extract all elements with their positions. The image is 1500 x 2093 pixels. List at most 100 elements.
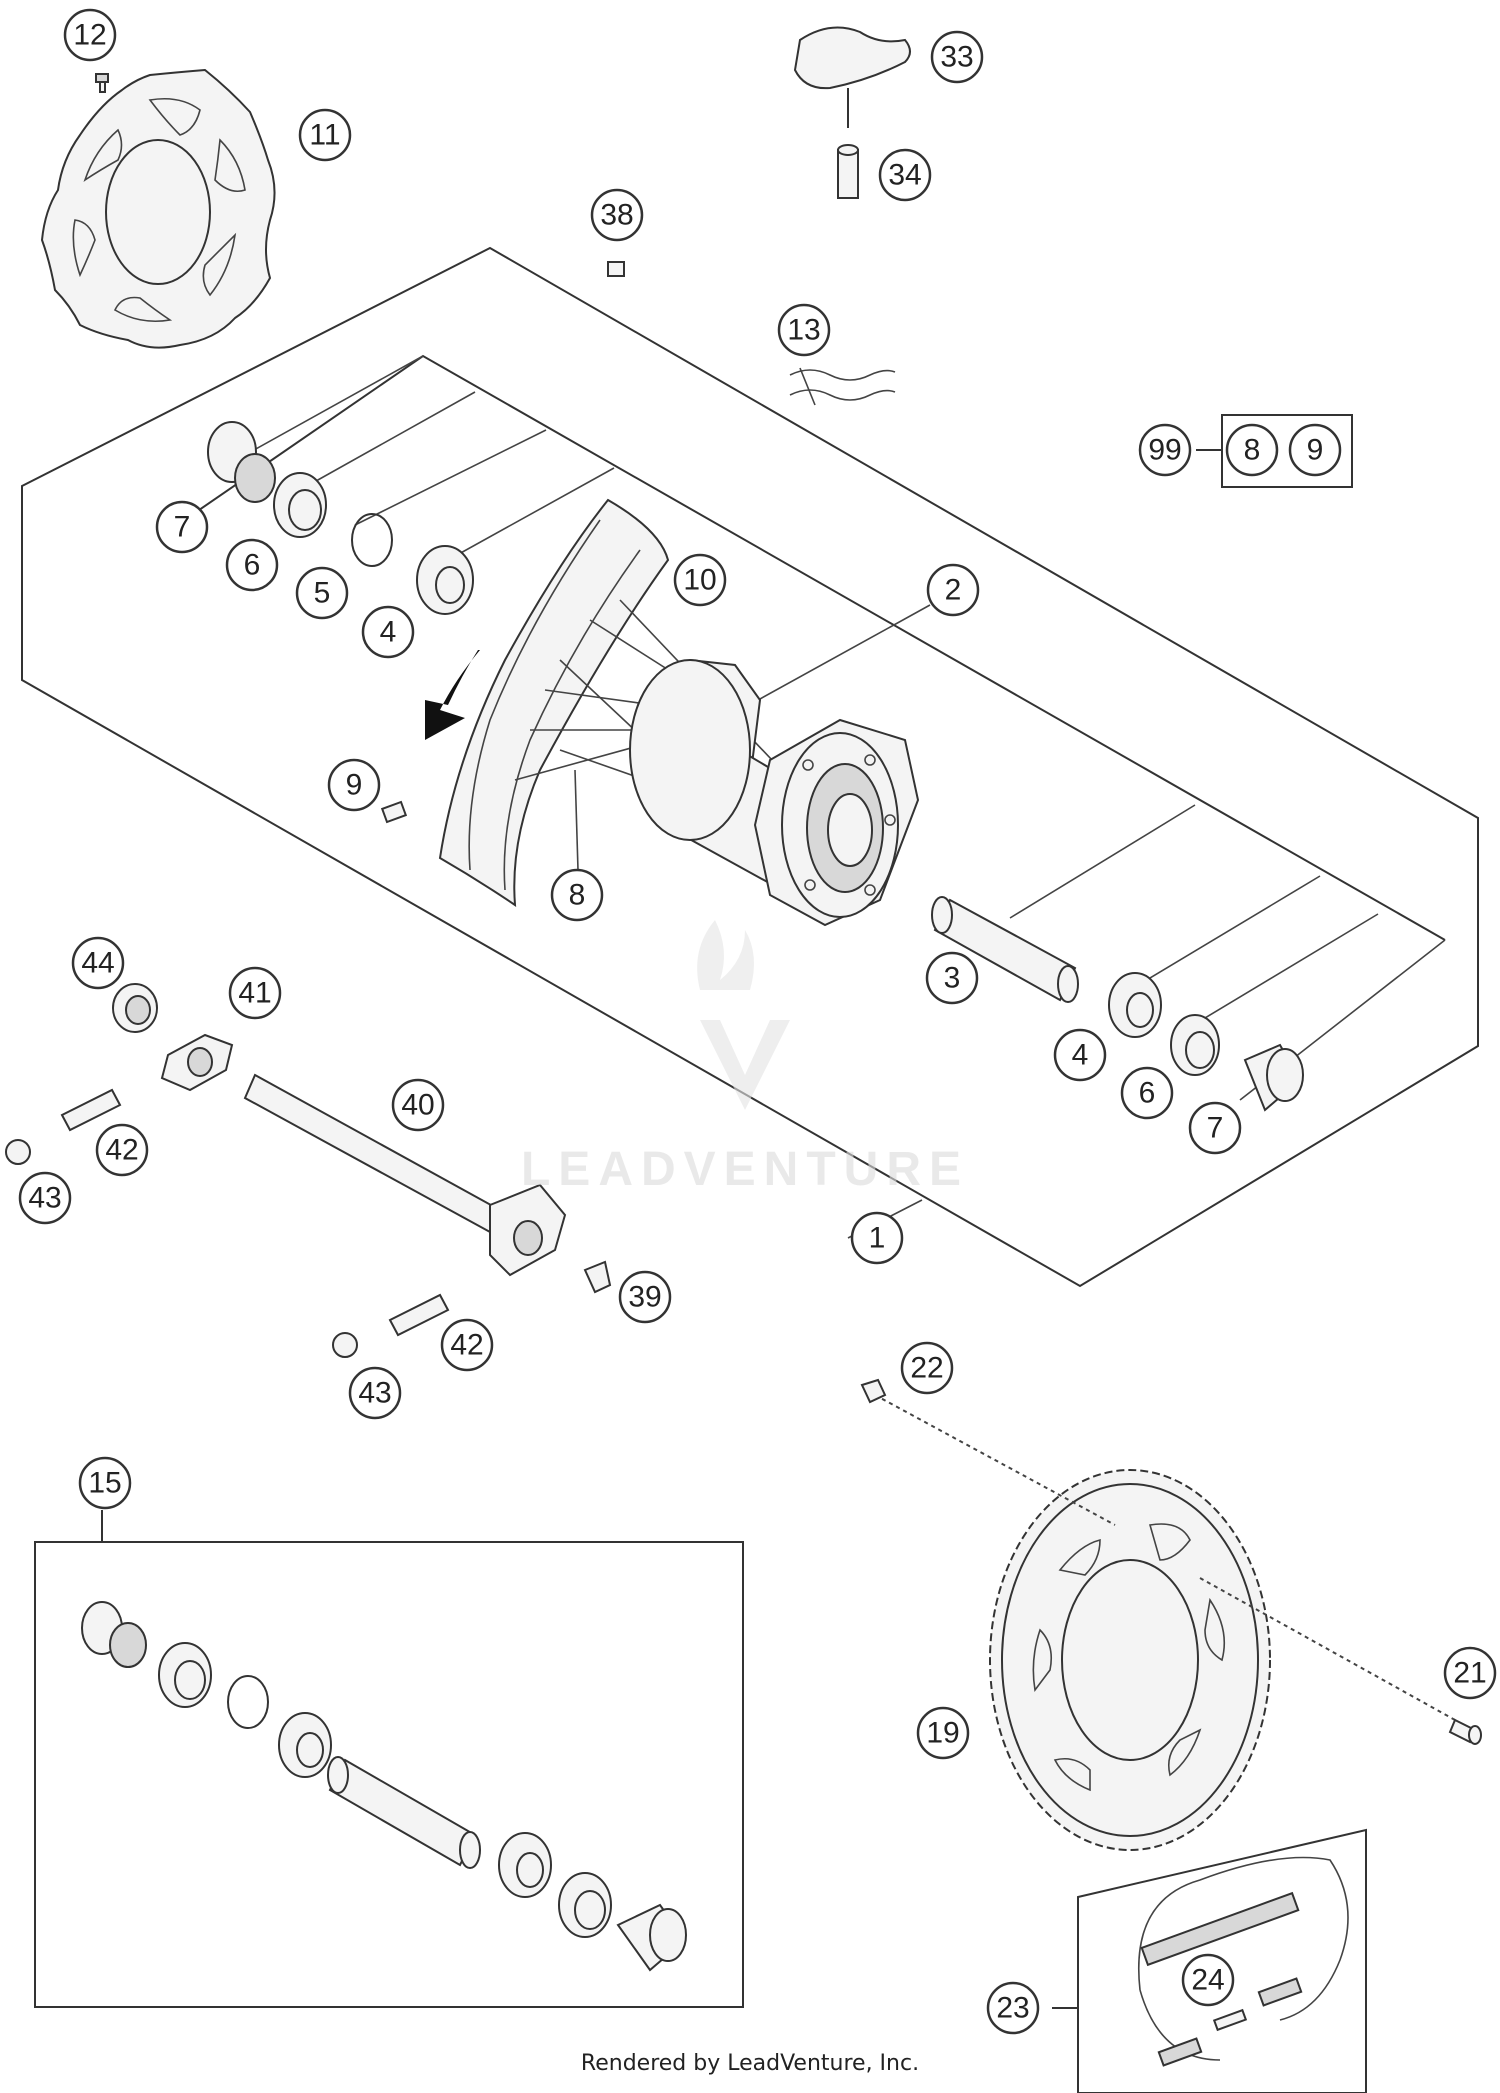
kit-item-1: 8 [1244, 434, 1261, 467]
callout-38: 38 [590, 188, 644, 242]
left-seal-6 [273, 472, 327, 538]
callout-41: 41 [228, 966, 282, 1020]
callout-circle [1443, 1646, 1497, 1700]
callout-2: 2 [926, 563, 980, 617]
rear-sprocket [989, 1469, 1271, 1851]
callout-number: 24 [1191, 1964, 1224, 1997]
callout-1: 1 [850, 1211, 904, 1265]
left-spacer-7 [207, 421, 276, 503]
kit-callout-circle [1138, 423, 1192, 477]
callout-circle [1181, 1953, 1235, 2007]
callout-number: 43 [28, 1182, 61, 1215]
callout-circle [878, 148, 932, 202]
callout-number: 7 [174, 511, 191, 544]
kit-box [1196, 414, 1353, 488]
callout-5: 5 [295, 566, 349, 620]
callout-44: 44 [71, 936, 125, 990]
rim-tape [789, 367, 896, 406]
callout-number: 40 [401, 1089, 434, 1122]
callout-number: 6 [244, 549, 261, 582]
callout-circle [225, 538, 279, 592]
callout-circle [900, 1341, 954, 1395]
callout-42: 42 [95, 1123, 149, 1177]
rubber-pad [793, 26, 911, 128]
callout-circle [155, 500, 209, 554]
callout-number: 9 [346, 769, 363, 802]
footer-credit: Rendered by LeadVenture, Inc. [581, 2051, 919, 2076]
brake-disc [40, 68, 276, 349]
hub [629, 658, 920, 927]
kit-item-circle [1288, 423, 1342, 477]
callout-11: 11 [298, 108, 352, 162]
callout-number: 38 [600, 199, 633, 232]
callout-number: 10 [683, 564, 716, 597]
callout-circle [850, 1211, 904, 1265]
adjuster-bolt-42-right [388, 1293, 450, 1337]
callout-3: 3 [925, 951, 979, 1005]
axle-nut-44 [112, 983, 158, 1033]
callout-number: 13 [787, 314, 820, 347]
callout-19: 19 [916, 1706, 970, 1760]
callout-number: 6 [1139, 1077, 1156, 1110]
callout-circle [930, 30, 984, 84]
callout-number: 3 [944, 962, 961, 995]
right-seal-6 [1170, 1014, 1220, 1076]
rim [438, 498, 670, 907]
callout-circle [440, 1318, 494, 1372]
callout-6: 6 [1120, 1066, 1174, 1120]
callout-6: 6 [225, 538, 279, 592]
callout-number: 39 [628, 1281, 661, 1314]
callout-number: 43 [358, 1377, 391, 1410]
callout-circle [361, 605, 415, 659]
callout-23: 23 [986, 1981, 1040, 2035]
callout-circle [348, 1366, 402, 1420]
callout-number: 7 [1207, 1112, 1224, 1145]
callout-8: 8 [550, 868, 604, 922]
sprocket-nut-22 [860, 1378, 887, 1404]
callout-15: 15 [78, 1456, 132, 1510]
valve-cap [607, 261, 625, 277]
callout-circle [391, 1078, 445, 1132]
callout-number: 44 [81, 947, 114, 980]
callout-4: 4 [361, 605, 415, 659]
adjuster-nut-43-left [5, 1139, 31, 1165]
callout-circle [78, 1456, 132, 1510]
callout-number: 1 [869, 1222, 886, 1255]
callout-circle [925, 951, 979, 1005]
callout-circle [986, 1981, 1040, 2035]
kit-label: 99 [1148, 434, 1181, 467]
watermark: LEADVENTURE [521, 920, 961, 1196]
callout-number: 2 [945, 574, 962, 607]
kit-item-2: 9 [1307, 434, 1324, 467]
axle-nut-39 [583, 1260, 612, 1294]
callout-number: 8 [569, 879, 586, 912]
callout-circle [916, 1706, 970, 1760]
callout-circle [71, 936, 125, 990]
callout-circle [327, 758, 381, 812]
callout-number: 4 [1072, 1039, 1089, 1072]
callout-circle [926, 563, 980, 617]
spacer-34 [837, 144, 859, 199]
callout-7: 7 [155, 500, 209, 554]
callout-number: 23 [996, 1992, 1029, 2025]
callout-circle [63, 8, 117, 62]
bearing-kit-box [34, 1510, 744, 2008]
callout-43: 43 [348, 1366, 402, 1420]
callout-12: 12 [63, 8, 117, 62]
adjuster-bolt-42-left [60, 1088, 122, 1132]
callout-13: 13 [777, 303, 831, 357]
callout-number: 11 [309, 119, 340, 152]
right-bearing-4 [1108, 972, 1162, 1038]
callout-number: 33 [940, 41, 973, 74]
callout-number: 21 [1453, 1657, 1486, 1690]
chain [1138, 1856, 1349, 2067]
callout-circle [298, 108, 352, 162]
spoke-nipple [380, 800, 408, 824]
callout-number: 19 [926, 1717, 959, 1750]
callout-24: 24 [1181, 1953, 1235, 2007]
axle-40 [243, 1073, 567, 1277]
callout-9: 9 [327, 758, 381, 812]
chain-adjuster-41 [160, 1033, 234, 1092]
chain-kit-box [1052, 1828, 1367, 2093]
